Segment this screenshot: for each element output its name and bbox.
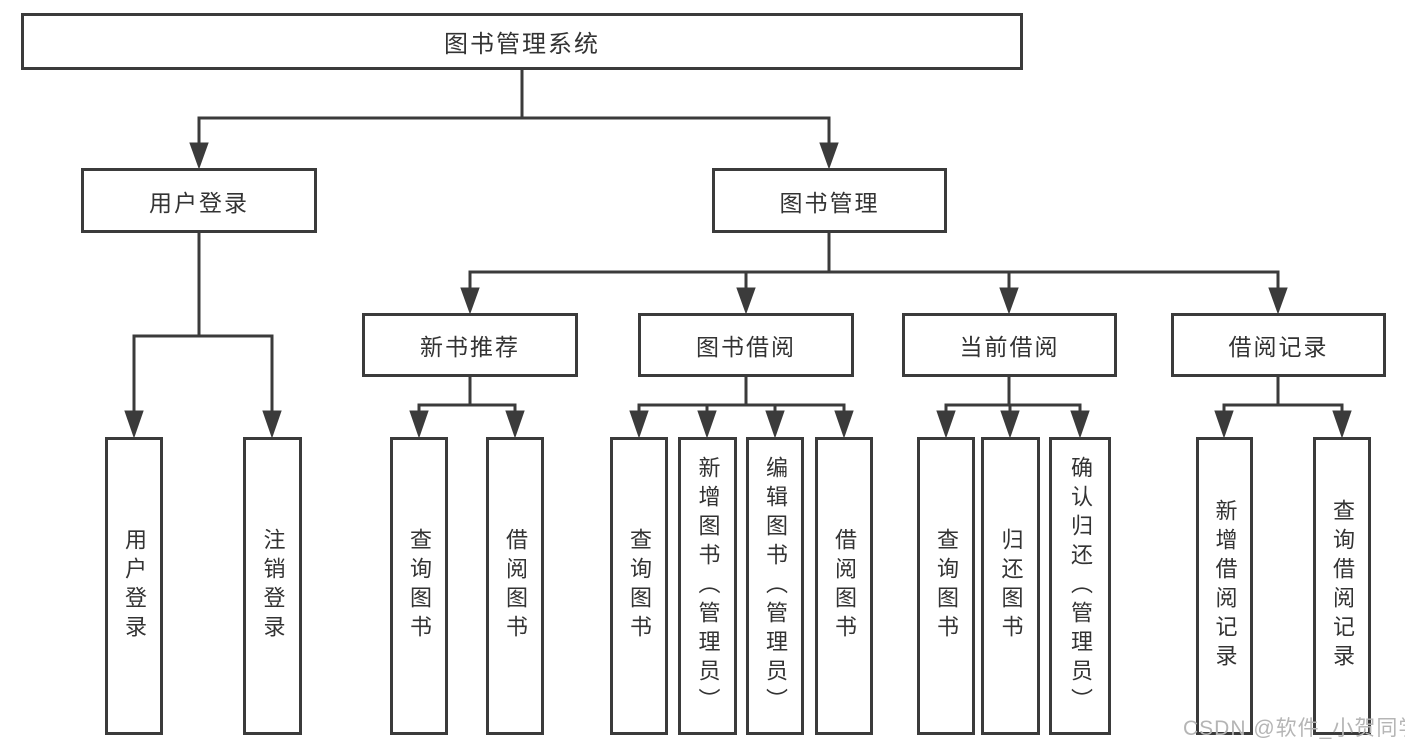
leaf-add-borrow-record: 新增借阅记录	[1196, 437, 1253, 735]
leaf-label: 查询图书	[934, 528, 959, 644]
node-label: 新书推荐	[420, 334, 520, 360]
node-library-management-system: 图书管理系统	[21, 13, 1023, 70]
node-book-management: 图书管理	[712, 168, 947, 233]
leaf-label: 编辑图书（管理员）	[763, 455, 788, 717]
node-current-borrowing: 当前借阅	[902, 313, 1117, 377]
node-borrowing-records: 借阅记录	[1171, 313, 1386, 377]
leaf-label: 借阅图书	[503, 528, 528, 644]
node-label: 借阅记录	[1228, 334, 1329, 360]
node-label: 当前借阅	[959, 334, 1060, 360]
leaf-query-books: 查询图书	[917, 437, 975, 735]
leaf-add-books-admin: 新增图书（管理员）	[678, 437, 737, 735]
leaf-label: 注销登录	[260, 528, 286, 644]
leaf-return-books: 归还图书	[981, 437, 1040, 735]
leaf-query-books: 查询图书	[390, 437, 448, 735]
leaf-label: 归还图书	[998, 528, 1024, 644]
leaf-borrow-books: 借阅图书	[815, 437, 873, 735]
leaf-label: 查询图书	[407, 528, 432, 644]
node-label: 图书管理系统	[444, 31, 600, 58]
leaf-edit-books-admin: 编辑图书（管理员）	[746, 437, 804, 735]
csdn-watermark: CSDN @软件_小贺同学	[1183, 717, 1405, 740]
node-new-book-recommendation: 新书推荐	[362, 313, 578, 377]
leaf-query-borrow-record: 查询借阅记录	[1313, 437, 1371, 735]
node-label: 图书借阅	[696, 334, 796, 360]
leaf-logout: 注销登录	[243, 437, 302, 735]
node-user-login: 用户登录	[81, 168, 317, 233]
leaf-label: 查询图书	[627, 528, 652, 644]
leaf-label: 新增借阅记录	[1212, 499, 1238, 673]
leaf-label: 查询借阅记录	[1330, 499, 1355, 673]
leaf-query-books: 查询图书	[610, 437, 668, 735]
node-book-borrowing: 图书借阅	[638, 313, 854, 377]
leaf-user-login: 用户登录	[105, 437, 163, 735]
leaf-label: 新增图书（管理员）	[695, 455, 721, 717]
node-label: 图书管理	[779, 189, 880, 216]
leaf-label: 借阅图书	[832, 528, 857, 644]
node-label: 用户登录	[149, 189, 249, 216]
leaf-label: 用户登录	[122, 528, 147, 644]
leaf-label: 确认归还（管理员）	[1068, 455, 1093, 717]
leaf-confirm-return-admin: 确认归还（管理员）	[1049, 437, 1111, 735]
leaf-borrow-books: 借阅图书	[486, 437, 544, 735]
